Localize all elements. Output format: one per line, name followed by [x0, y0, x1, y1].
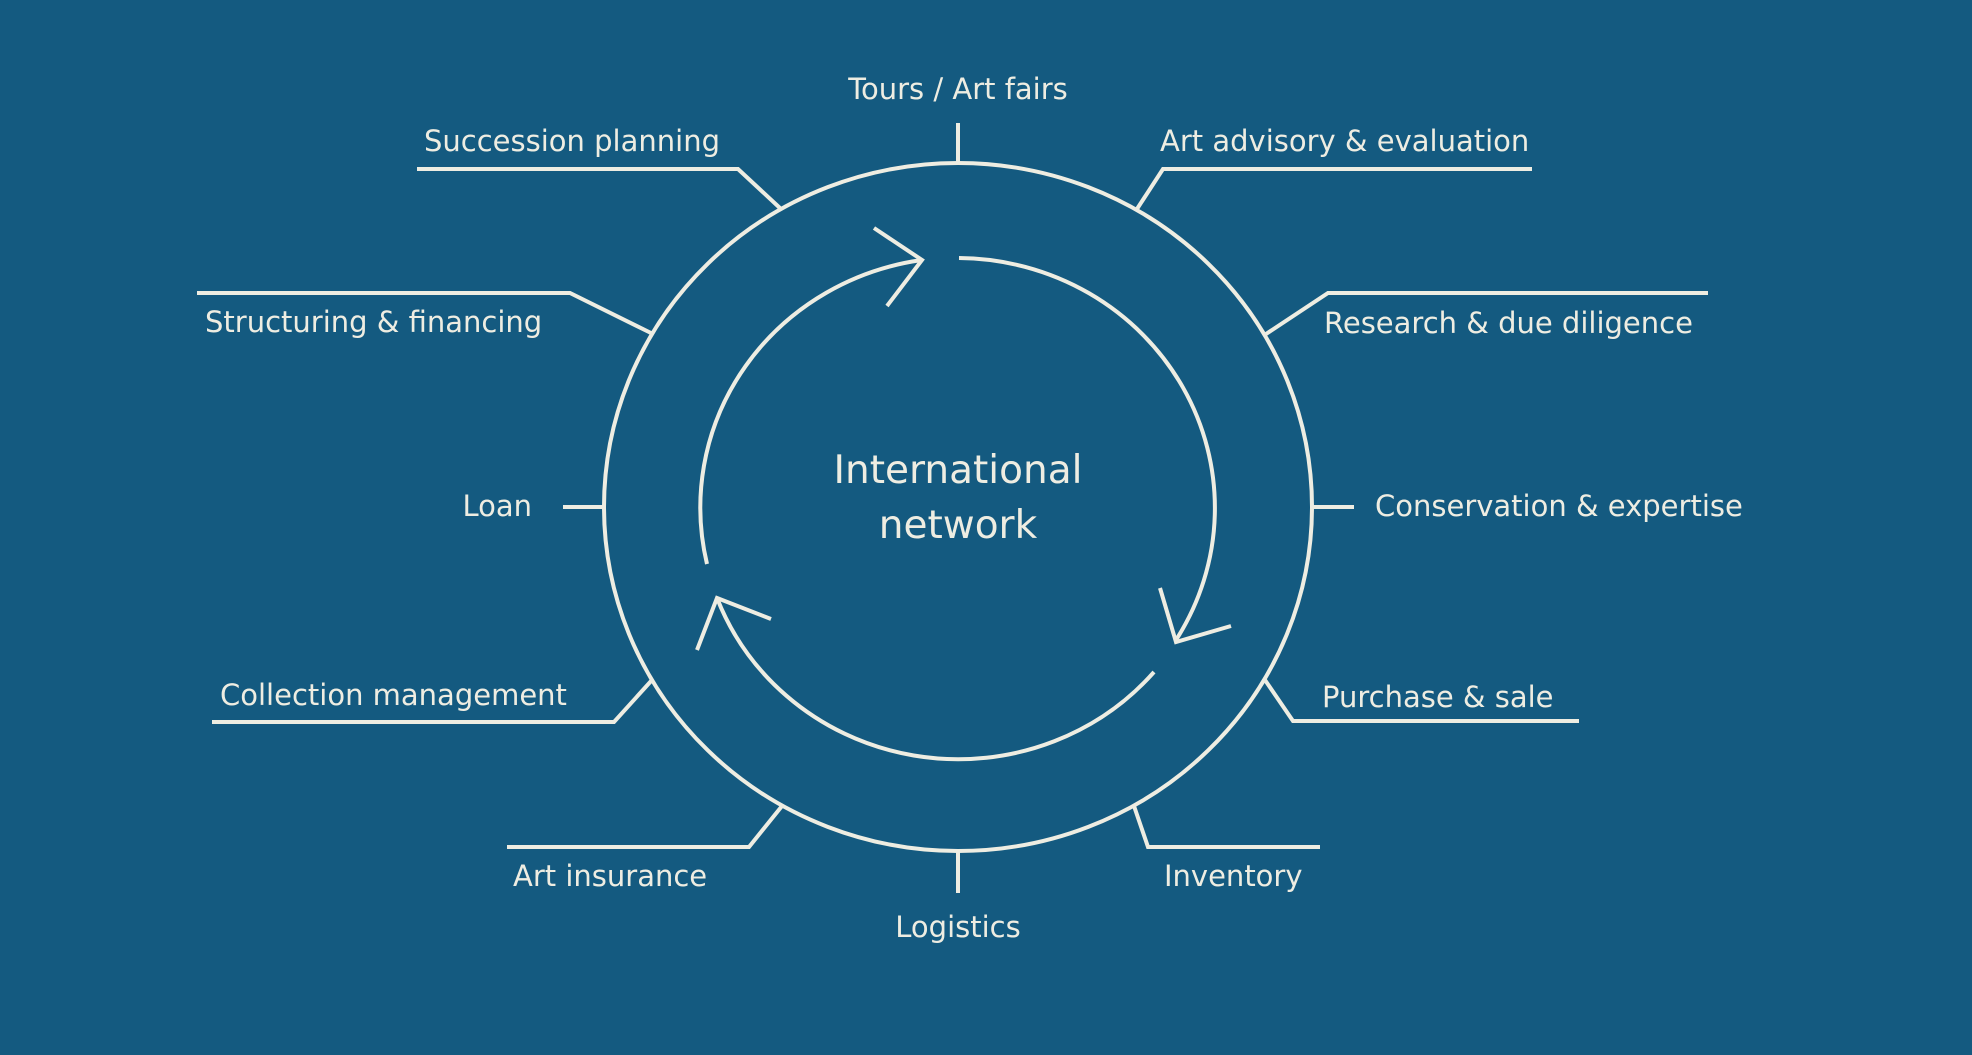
- center-title-line1: International: [834, 448, 1083, 493]
- label-conservation: Conservation & expertise: [1375, 489, 1743, 523]
- label-succession: Succession planning: [424, 124, 720, 158]
- cycle-arrowhead-right-icon: [1158, 587, 1232, 645]
- label-collection-management: Collection management: [220, 678, 567, 712]
- leader-art-advisory: [1135, 167, 1532, 211]
- label-research: Research & due diligence: [1324, 306, 1693, 340]
- label-art-advisory: Art advisory & evaluation: [1160, 124, 1529, 158]
- leader-structuring: [197, 291, 652, 335]
- leader-art-insurance: [507, 804, 784, 849]
- label-tours: Tours / Art fairs: [847, 72, 1068, 106]
- center-title-line2: network: [879, 503, 1038, 548]
- label-logistics: Logistics: [895, 910, 1020, 944]
- cycle-arc-bottom: [715, 597, 1156, 762]
- label-inventory: Inventory: [1164, 859, 1303, 893]
- label-art-insurance: Art insurance: [513, 859, 707, 893]
- leader-collection-management: [212, 678, 654, 724]
- leader-succession: [417, 167, 783, 211]
- leader-purchase: [1263, 678, 1579, 723]
- leader-research: [1264, 291, 1708, 336]
- cycle-arrowhead-bottom-left-icon: [695, 595, 772, 651]
- cycle-arc-top-right: [958, 256, 1217, 642]
- cycle-arrowhead-top-icon: [872, 226, 925, 308]
- label-purchase: Purchase & sale: [1322, 680, 1554, 714]
- leader-inventory: [1132, 805, 1320, 849]
- label-loan: Loan: [462, 489, 532, 523]
- label-structuring: Structuring & financing: [205, 305, 542, 339]
- cycle-arc-left: [698, 258, 923, 565]
